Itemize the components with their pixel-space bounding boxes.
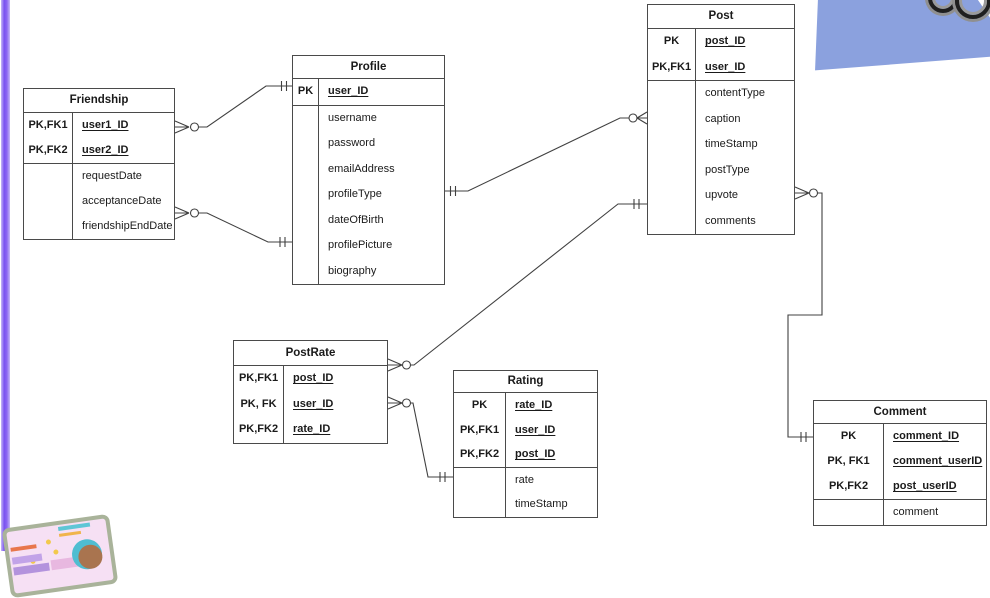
attribute: comments <box>705 214 756 227</box>
illustration-bar <box>57 522 91 531</box>
entity-comment: Comment PK comment_ID PK, FK1 comment_us… <box>813 400 987 526</box>
laptop-illustration <box>1 512 122 598</box>
key-attribute: user2_ID <box>82 144 129 156</box>
attribute: postType <box>705 163 750 176</box>
key-label: PK,FK2 <box>814 474 884 499</box>
key-attribute: post_ID <box>293 372 334 384</box>
key-attribute: post_userID <box>893 480 957 492</box>
key-label: PK <box>814 424 884 449</box>
entity-title: Profile <box>293 56 444 79</box>
entity-title: Rating <box>454 371 597 393</box>
entity-rating: Rating PK rate_ID PK,FK1 user_ID PK,FK2 … <box>453 370 598 518</box>
key-label: PK, FK <box>234 391 284 417</box>
illustration-bar <box>58 530 82 537</box>
key-column-spacer <box>814 500 884 525</box>
logo-ring-icon <box>955 0 990 19</box>
attribute: profileType <box>328 188 382 200</box>
illustration-dot <box>53 549 59 555</box>
attribute: password <box>328 137 376 149</box>
illustration-panel <box>11 553 43 565</box>
entity-title: Friendship <box>24 89 174 113</box>
entity-title: PostRate <box>234 341 387 366</box>
attribute: acceptanceDate <box>82 195 162 207</box>
attribute: requestDate <box>82 170 142 182</box>
key-label: PK,FK1 <box>454 417 506 442</box>
key-column-spacer <box>454 467 506 517</box>
connector-post-comment <box>787 186 823 442</box>
connector-profile-post <box>445 111 648 196</box>
attribute: emailAddress <box>328 162 395 175</box>
entity-title: Comment <box>814 401 986 424</box>
attribute: dateOfBirth <box>328 213 384 226</box>
key-column-spacer <box>648 81 696 234</box>
key-attribute: comment_userID <box>893 455 983 467</box>
entity-title: Post <box>648 5 794 29</box>
key-column-spacer <box>24 164 73 239</box>
key-attribute: user1_ID <box>82 119 129 131</box>
key-attribute: rate_ID <box>515 399 553 411</box>
attribute: profilePicture <box>328 239 393 251</box>
key-label: PK,FK1 <box>24 113 73 138</box>
attribute: contentType <box>705 87 765 99</box>
attribute: comment <box>893 506 939 518</box>
left-accent-stripe <box>1 0 10 551</box>
key-label: PK <box>648 29 696 55</box>
key-attribute: rate_ID <box>293 423 331 435</box>
relationship-connectors <box>174 81 823 482</box>
key-label: PK, FK1 <box>814 449 884 474</box>
entity-friendship: Friendship PK,FK1 user1_ID PK,FK2 user2_… <box>23 88 175 240</box>
key-label: PK,FK1 <box>648 54 696 80</box>
key-label: PK,FK1 <box>234 366 284 392</box>
laptop-screen <box>1 513 119 598</box>
key-attribute: user_ID <box>293 397 334 410</box>
attribute: username <box>328 111 377 124</box>
attribute: friendshipEndDate <box>82 220 173 232</box>
connector-friendship-profile-bottom <box>174 206 292 247</box>
entity-post: Post PK post_ID PK,FK1 user_ID contentTy… <box>647 4 795 235</box>
attribute: timeStamp <box>515 498 568 510</box>
key-attribute: user_ID <box>328 85 369 97</box>
key-label: PK,FK2 <box>24 138 73 163</box>
key-attribute: user_ID <box>515 423 556 436</box>
key-label: PK <box>454 393 506 418</box>
key-column-spacer <box>293 105 319 284</box>
connector-friendship-profile-top <box>174 81 292 134</box>
key-attribute: post_ID <box>705 35 746 47</box>
entity-profile: Profile PK user_ID username password ema… <box>292 55 445 285</box>
connector-postrate-post <box>387 199 647 372</box>
key-label: PK,FK2 <box>454 442 506 467</box>
illustration-panel <box>13 562 50 576</box>
attribute: timeStamp <box>705 138 758 150</box>
key-label: PK <box>293 79 319 105</box>
attribute: rate <box>515 473 534 486</box>
connector-postrate-rating <box>387 396 453 482</box>
key-attribute: post_ID <box>515 448 556 460</box>
illustration-dot <box>45 539 52 545</box>
key-attribute: comment_ID <box>893 430 960 442</box>
attribute: caption <box>705 112 741 125</box>
entity-postrate: PostRate PK,FK1 post_ID PK, FK user_ID P… <box>233 340 388 444</box>
key-attribute: user_ID <box>705 60 746 73</box>
key-label: PK,FK2 <box>234 417 284 443</box>
attribute: upvote <box>705 189 739 201</box>
attribute: biography <box>328 264 377 277</box>
